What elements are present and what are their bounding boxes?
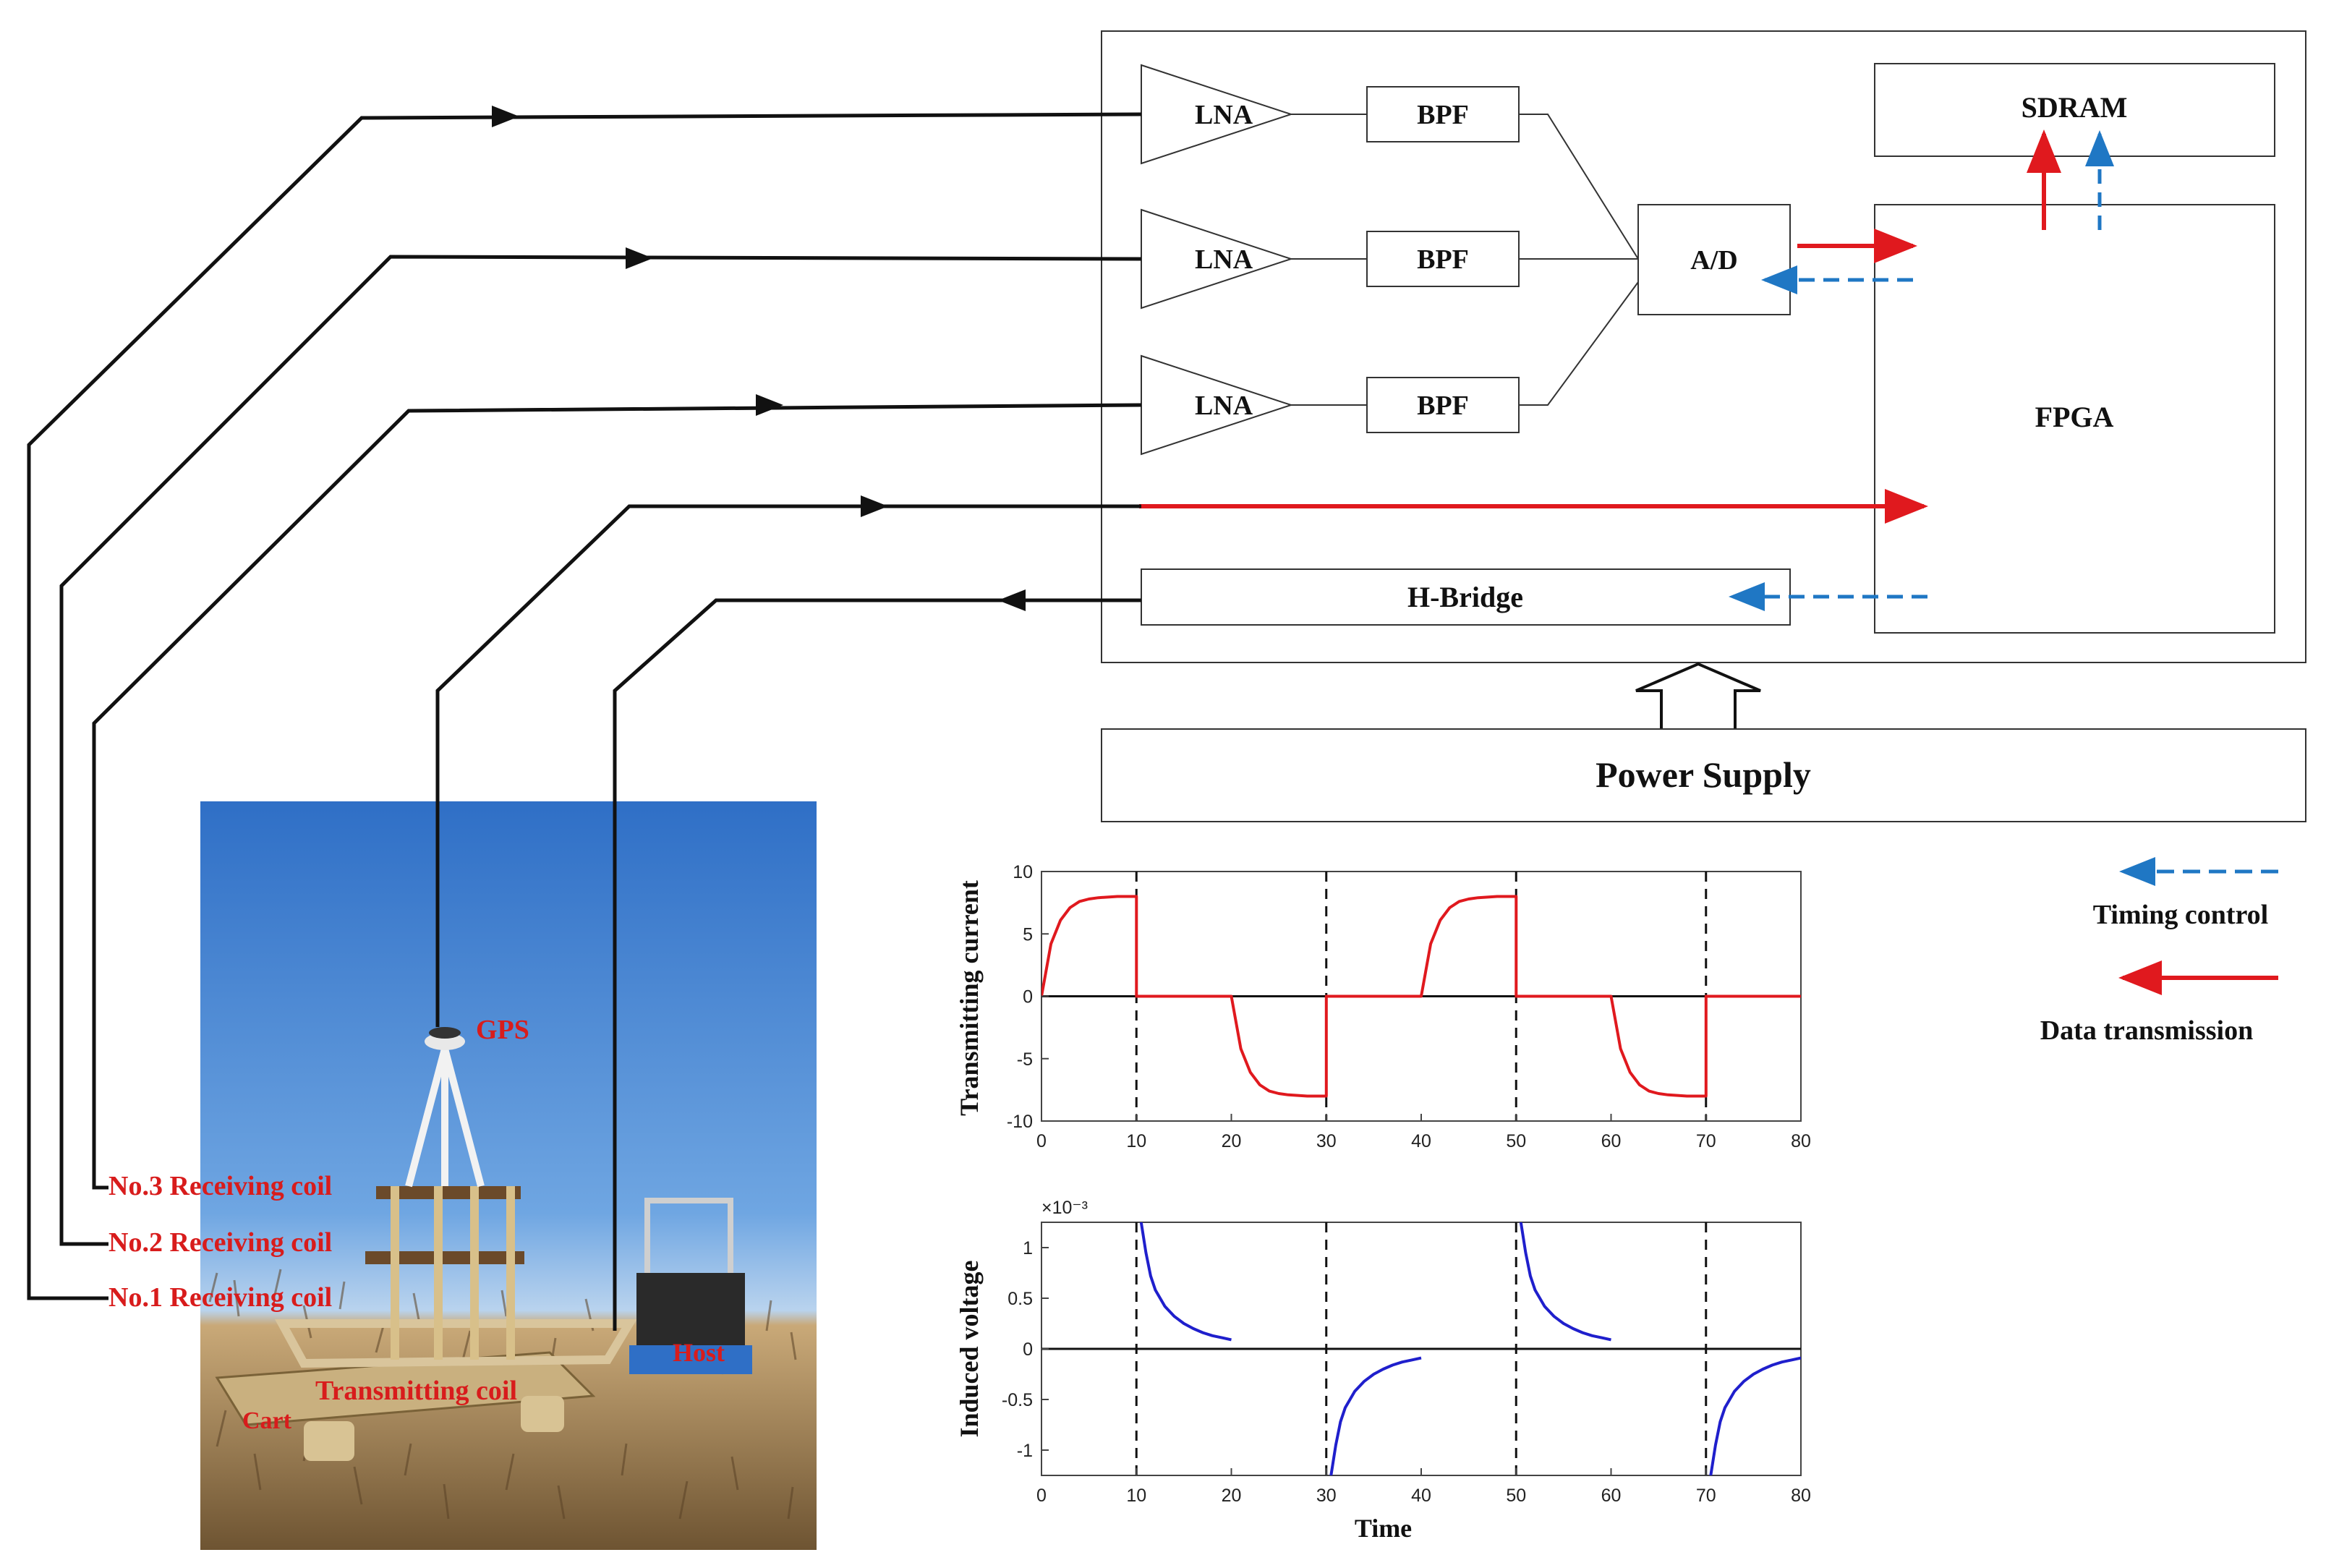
voltage-y-axis-label: Induced voltage <box>955 1260 984 1437</box>
voltage-series-line-4 <box>1709 1356 1801 1475</box>
bpf-3-block: BPF <box>1366 377 1520 433</box>
data-transmission-legend-label: Data transmission <box>2040 1015 2254 1046</box>
voltage-x-tick-label: 40 <box>1411 1486 1431 1506</box>
voltage-y-tick-label: -1 <box>1017 1441 1033 1461</box>
cart-label: Cart <box>242 1407 292 1434</box>
gps-label: GPS <box>476 1015 529 1045</box>
current-x-tick-label: 0 <box>1036 1131 1047 1151</box>
sdram-block: SDRAM <box>1874 63 2275 157</box>
instrument-frame <box>1101 30 2306 663</box>
power-supply-block: Power Supply <box>1101 728 2306 822</box>
induced-voltage-chart: 0 10 20 30 40 50 60 70 80 1 0.5 0 -0.5 -1 ×10⁻³ Induced… <box>955 1198 1811 1543</box>
lna-1-label: LNA <box>1195 100 1253 130</box>
voltage-series-line-1 <box>1139 1222 1232 1342</box>
lna-2-block: LNA <box>1141 208 1294 310</box>
bpf-2-label: BPF <box>1417 244 1469 275</box>
current-y-tick-label: 10 <box>1013 862 1033 882</box>
field-photo <box>200 801 817 1550</box>
voltage-x-tick-label: 80 <box>1791 1486 1811 1506</box>
voltage-y-tick-label: 1 <box>1023 1238 1033 1258</box>
ad-converter-block: A/D <box>1637 204 1791 315</box>
voltage-x-tick-label: 50 <box>1506 1486 1526 1506</box>
gps-arrowhead <box>861 495 888 517</box>
bpf-3-label: BPF <box>1417 391 1469 421</box>
rx2-coil-label: No.2 Receiving coil <box>108 1227 332 1258</box>
ad-label: A/D <box>1690 245 1737 276</box>
current-y-axis-label: Transmitting current <box>955 880 984 1116</box>
current-x-tick-label: 10 <box>1126 1131 1146 1151</box>
rx1-arrowhead <box>492 106 519 127</box>
rx2-arrowhead <box>626 247 653 269</box>
current-x-tick-label: 40 <box>1411 1131 1431 1151</box>
voltage-x-tick-label: 30 <box>1316 1486 1337 1506</box>
rx1-connection <box>27 112 1142 1300</box>
voltage-y-tick-label: 0 <box>1023 1339 1033 1360</box>
voltage-x-tick-label: 10 <box>1126 1486 1146 1506</box>
current-y-tick-label: -5 <box>1017 1049 1033 1070</box>
lna-3-label: LNA <box>1195 391 1253 421</box>
transmitting-coil-label: Transmitting coil <box>315 1376 517 1406</box>
power-supply-label: Power Supply <box>1596 754 1811 795</box>
current-x-tick-label: 60 <box>1601 1131 1622 1151</box>
hbridge-label: H-Bridge <box>1407 581 1523 613</box>
lna-2-label: LNA <box>1195 244 1253 275</box>
fpga-label: FPGA <box>2035 401 2114 433</box>
current-series-line-1 <box>1041 895 1801 1098</box>
voltage-x-tick-label: 20 <box>1222 1486 1242 1506</box>
bpf-1-block: BPF <box>1366 86 1520 142</box>
rx3-coil-label: No.3 Receiving coil <box>108 1171 332 1201</box>
rx3-connection <box>92 403 1142 1190</box>
current-y-tick-label: 5 <box>1023 924 1033 945</box>
voltage-series-line-2 <box>1329 1356 1422 1475</box>
tx-arrowhead <box>998 589 1026 611</box>
voltage-x-tick-label: 70 <box>1696 1486 1716 1506</box>
host-label: Host <box>673 1338 725 1367</box>
current-y-tick-label: 0 <box>1023 987 1033 1007</box>
bpf-1-label: BPF <box>1417 100 1469 130</box>
tx-connection <box>613 598 1141 1331</box>
timing-control-legend-label: Timing control <box>2093 900 2268 930</box>
current-x-tick-label: 50 <box>1506 1131 1526 1151</box>
voltage-x-tick-label: 0 <box>1036 1486 1047 1506</box>
power-supply-arrow <box>1635 662 1761 732</box>
hbridge-block: H-Bridge <box>1141 568 1791 626</box>
lna-1-block: LNA <box>1141 64 1294 165</box>
lna-3-block: LNA <box>1141 354 1294 456</box>
current-x-tick-label: 70 <box>1696 1131 1716 1151</box>
current-x-tick-label: 80 <box>1791 1131 1811 1151</box>
voltage-y-exponent: ×10⁻³ <box>1041 1198 1088 1218</box>
voltage-y-tick-label: -0.5 <box>1002 1390 1033 1410</box>
sdram-label: SDRAM <box>2022 91 2128 124</box>
bpf-2-block: BPF <box>1366 231 1520 287</box>
current-x-tick-label: 20 <box>1222 1131 1242 1151</box>
voltage-series-line-3 <box>1519 1222 1611 1342</box>
voltage-x-tick-label: 60 <box>1601 1486 1622 1506</box>
rx1-coil-label: No.1 Receiving coil <box>108 1282 332 1313</box>
rx3-arrowhead <box>756 394 783 416</box>
current-x-tick-label: 30 <box>1316 1131 1337 1151</box>
voltage-y-tick-label: 0.5 <box>1007 1289 1033 1309</box>
voltage-x-axis-label: Time <box>1355 1514 1412 1543</box>
fpga-block: FPGA <box>1874 204 2275 634</box>
current-y-tick-label: -10 <box>1007 1112 1033 1132</box>
